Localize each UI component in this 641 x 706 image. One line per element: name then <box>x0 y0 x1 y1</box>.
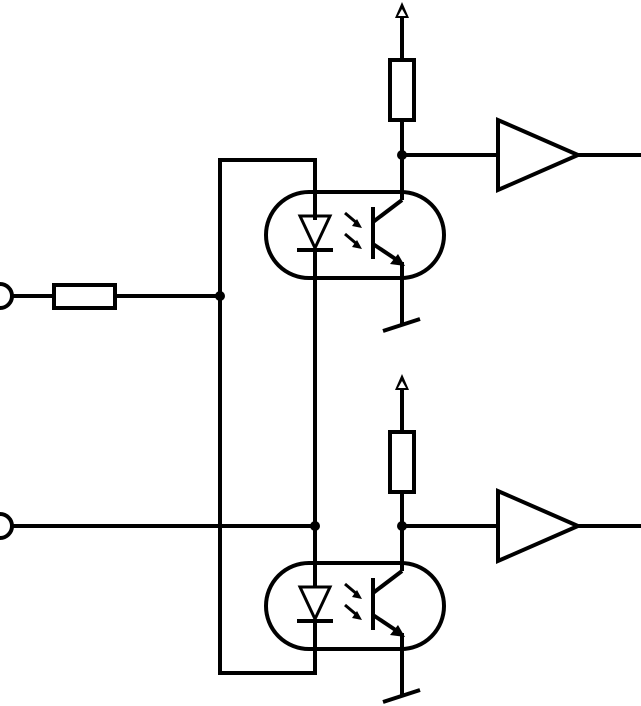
light-arrow-head <box>352 240 362 249</box>
pull-up-resistor <box>388 430 416 494</box>
input-1-terminal[interactable] <box>0 282 14 310</box>
phototransistor-2 <box>371 569 405 637</box>
input-series-resistor <box>52 283 117 310</box>
led-2 <box>297 585 333 623</box>
led-triangle <box>297 585 333 623</box>
pull-up-resistor <box>388 58 416 122</box>
ground-icon <box>382 317 421 333</box>
supply-arrow-inner <box>398 381 406 388</box>
optocoupler-package <box>264 561 446 651</box>
buffer-amplifier <box>496 116 583 194</box>
led-triangle <box>297 214 333 252</box>
junction-dot <box>215 291 225 301</box>
light-arrows-2 <box>344 582 362 620</box>
output-stage-2 <box>382 374 641 704</box>
input-2 <box>0 512 320 540</box>
output-stage-1 <box>382 2 641 333</box>
supply-arrow-inner <box>398 9 406 16</box>
led-1 <box>297 214 333 252</box>
light-arrow-head <box>352 590 362 599</box>
optocoupler-2 <box>264 526 446 651</box>
transistor-collector <box>371 198 404 224</box>
buffer-amplifier <box>496 487 583 565</box>
light-arrow-head <box>352 219 362 228</box>
phototransistor-1 <box>371 198 405 266</box>
optocoupler-1 <box>264 190 446 280</box>
optocoupler-package <box>264 190 446 280</box>
anode-bus-wire <box>218 158 317 675</box>
input-1 <box>0 282 225 310</box>
input-2-terminal[interactable] <box>0 512 14 540</box>
light-arrow-head <box>352 611 362 620</box>
transistor-collector <box>371 569 404 595</box>
transistor-emitter <box>371 613 399 633</box>
ground-icon <box>382 688 421 704</box>
light-arrows-1 <box>344 211 362 249</box>
transistor-emitter <box>371 242 399 262</box>
